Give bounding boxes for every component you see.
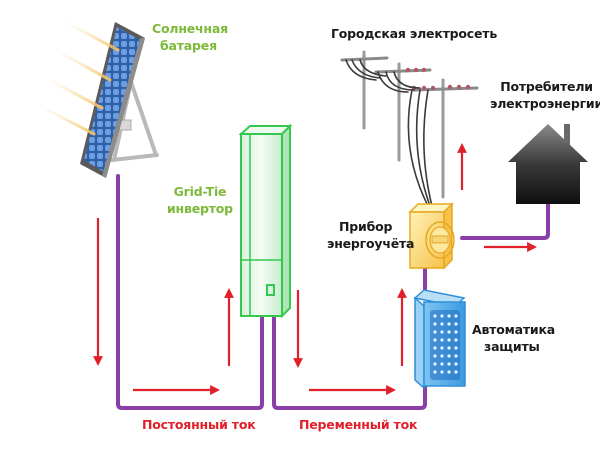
city-grid-label: Городская электросеть <box>331 26 498 41</box>
breaker-switch <box>454 370 458 374</box>
breaker-switch <box>447 330 451 334</box>
inverter-icon <box>238 123 293 319</box>
breaker-switch <box>454 362 458 366</box>
flow-arrows <box>93 143 537 395</box>
dc-current-label: Постоянный ток <box>142 417 256 432</box>
protection-label-line2: защиты <box>484 339 540 354</box>
breaker-switch <box>447 322 451 326</box>
inverter-label: Grid-Tie инвертор <box>167 183 233 217</box>
breaker-switch <box>433 322 437 326</box>
consumers-label-line2: электроэнергии <box>490 96 600 111</box>
consumers-label: Потребители электроэнергии <box>490 78 600 112</box>
breaker-switch <box>433 370 437 374</box>
breaker-switch <box>440 314 444 318</box>
breaker-switch <box>433 346 437 350</box>
breaker-switch <box>433 362 437 366</box>
meter-house-wire <box>460 202 550 240</box>
breaker-switch <box>447 370 451 374</box>
solar-panel-icon <box>34 18 159 178</box>
breaker-switch <box>454 346 458 350</box>
meter-label-line1: Прибор <box>339 219 393 234</box>
breaker-switch <box>433 354 437 358</box>
breaker-switch <box>447 362 451 366</box>
breaker-switch <box>447 354 451 358</box>
breaker-switch <box>454 354 458 358</box>
inverter-label-line2: инвертор <box>167 201 233 216</box>
ac-current-label: Переменный ток <box>299 417 418 432</box>
energy-meter-icon <box>408 202 455 270</box>
breaker-switch <box>454 330 458 334</box>
meter-label: Прибор энергоучёта <box>327 218 414 252</box>
breaker-switch <box>447 338 451 342</box>
breaker-switch <box>440 330 444 334</box>
ac-wire-loop <box>272 312 427 410</box>
solar-battery-label-line1: Солнечная <box>152 21 228 36</box>
breaker-switch <box>447 346 451 350</box>
power-pole-icon <box>340 50 479 207</box>
consumers-label-line1: Потребители <box>500 79 593 94</box>
breaker-switch <box>440 362 444 366</box>
breaker-switch <box>440 354 444 358</box>
solar-battery-label: Солнечная батарея <box>152 20 228 54</box>
breaker-switch <box>440 370 444 374</box>
breaker-switch <box>440 346 444 350</box>
breaker-switch <box>447 314 451 318</box>
breaker-switch <box>433 338 437 342</box>
dc-wire-loop <box>116 174 264 410</box>
inverter-label-line1: Grid-Tie <box>173 184 227 199</box>
meter-label-line2: энергоучёта <box>327 236 415 251</box>
wires <box>116 174 550 410</box>
breaker-switch <box>433 330 437 334</box>
breaker-switch <box>454 338 458 342</box>
breaker-switch <box>454 314 458 318</box>
house-icon <box>508 124 588 204</box>
breaker-switch <box>433 314 437 318</box>
solar-battery-label-line2: батарея <box>160 38 217 53</box>
protection-label-line1: Автоматика <box>472 322 555 337</box>
protection-label: Автоматика защиты <box>472 321 555 355</box>
breaker-switch <box>440 338 444 342</box>
circuit-breaker-icon <box>413 289 466 390</box>
breaker-switch <box>454 322 458 326</box>
breaker-switch <box>440 322 444 326</box>
